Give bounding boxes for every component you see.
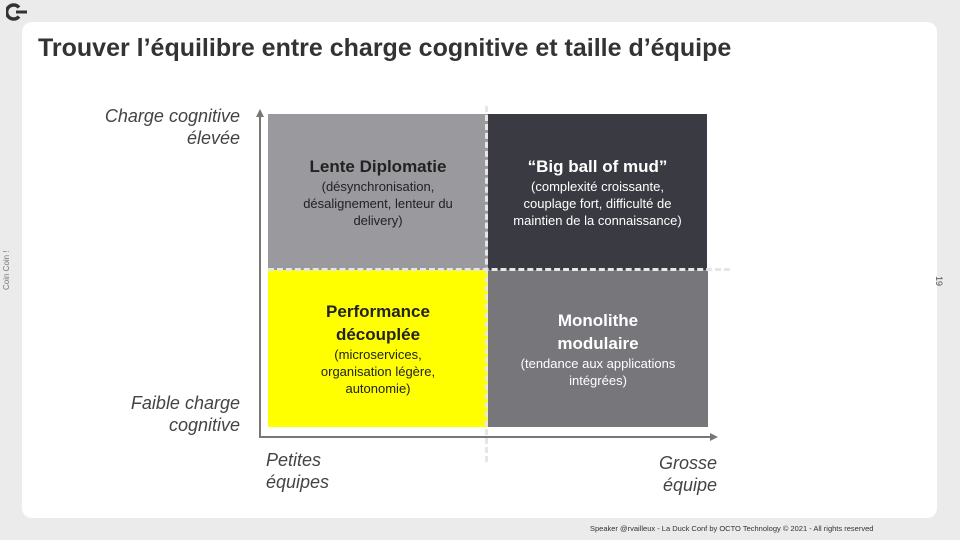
y-axis-arrow-icon: [256, 109, 264, 117]
label-line: Faible charge: [130, 393, 240, 413]
label-line: équipe: [662, 475, 717, 495]
quadrant-title: Lente Diplomatie: [309, 157, 447, 176]
y-axis-low-label: Faible charge cognitive: [131, 392, 240, 436]
vertical-divider: [485, 106, 488, 462]
label-line: équipes: [266, 472, 330, 492]
quadrant-title: Performance découplée: [326, 302, 430, 344]
quadrant-desc: (complexité croissante, couplage fort, d…: [513, 179, 682, 228]
footer-copyright: Speaker @rvailleux - La Duck Conf by OCT…: [590, 524, 874, 533]
label-line: Petites: [266, 450, 322, 470]
quadrant-desc: (tendance aux applications intégrées): [520, 355, 676, 388]
label-line: élevée: [186, 128, 240, 148]
page-title: Trouver l’équilibre entre charge cogniti…: [38, 34, 732, 62]
quadrant-top-right: “Big ball of mud” (complexité croissante…: [488, 114, 707, 270]
quadrant-title: Monolithe modulaire: [557, 310, 639, 353]
quadrant-title: “Big ball of mud”: [527, 157, 668, 176]
x-axis-high-label: Grosse équipe: [659, 452, 717, 496]
y-axis-high-label: Charge cognitive élevée: [105, 105, 240, 149]
x-axis-low-label: Petites équipes: [266, 449, 329, 493]
quadrant-bottom-right: Monolithe modulaire (tendance aux applic…: [488, 270, 708, 427]
quadrant-desc: (microservices, organisation légère, aut…: [320, 347, 436, 396]
quadrant-bottom-left: Performance découplée (microservices, or…: [268, 270, 488, 427]
quadrant-desc: (désynchronisation, désalignement, lente…: [303, 179, 453, 228]
quadrant-top-left: Lente Diplomatie (désynchronisation, dés…: [268, 114, 488, 270]
horizontal-divider: [268, 268, 730, 271]
octo-logo-icon: [6, 3, 27, 21]
x-axis-arrow-icon: [710, 433, 718, 441]
label-line: Charge cognitive: [104, 106, 240, 126]
label-line: cognitive: [168, 415, 240, 435]
page-number: 19: [934, 276, 944, 287]
chart-axes: [256, 109, 718, 441]
label-line: Grosse: [658, 453, 717, 473]
side-label: Coin Coin !: [2, 250, 11, 290]
